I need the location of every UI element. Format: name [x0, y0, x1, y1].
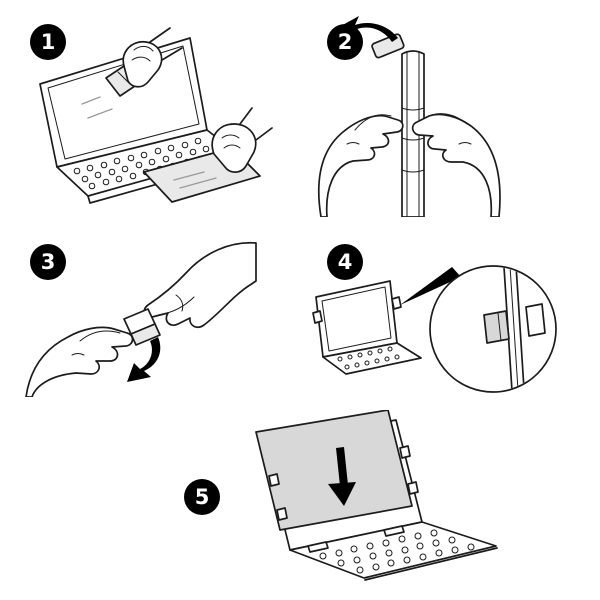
adhesive-tab-detail [484, 311, 509, 343]
hand-on-screen [123, 28, 182, 87]
hinge-left [308, 542, 328, 552]
step-1-illustration clean-screen-icon [24, 20, 274, 220]
adhesive-tab [124, 309, 160, 345]
magnifier-detail [430, 265, 556, 392]
tab-behind-edge [526, 304, 545, 336]
step-3-number: 3 [40, 250, 56, 274]
step-5-number: 5 [194, 485, 210, 509]
step-2-number: 2 [337, 30, 353, 54]
hand-on-desk-cloth [212, 108, 272, 172]
step-3-illustration fold-tab-icon [24, 237, 259, 397]
screen-tab-right [392, 297, 401, 309]
privacy-filter-panel [256, 410, 412, 530]
screen-tab-left [313, 311, 322, 323]
peeled-tab [371, 33, 404, 58]
pointer-arrow-icon [400, 267, 461, 305]
step-5-badge: 5 [184, 479, 220, 515]
left-hand [26, 327, 133, 397]
adhesive-strip [402, 51, 424, 217]
fold-direction-arrow-icon [127, 337, 161, 382]
filter-tabs [269, 446, 418, 520]
insert-direction-arrow-icon [328, 447, 356, 506]
right-hand [144, 243, 256, 327]
step-4-badge: 4 [327, 244, 363, 280]
step-2-badge: 2 [327, 24, 363, 60]
step-1-number: 1 [40, 30, 56, 54]
step-3-badge: 3 [30, 244, 66, 280]
hinge-right [384, 526, 404, 536]
laptop [40, 38, 240, 203]
keyboard-keys [320, 530, 474, 573]
peel-direction-arrow-icon [339, 16, 398, 42]
step-5-illustration insert-filter-icon [224, 410, 524, 588]
step-4-number: 4 [337, 250, 353, 274]
laptop [313, 281, 421, 374]
step-1-badge: 1 [30, 24, 66, 60]
keyboard-keys [338, 347, 399, 369]
step-2-illustration peel-tab-icon [303, 16, 513, 217]
right-hand [413, 114, 500, 217]
left-hand [319, 115, 403, 217]
step-4-illustration tab-placement-detail-icon [300, 237, 565, 407]
